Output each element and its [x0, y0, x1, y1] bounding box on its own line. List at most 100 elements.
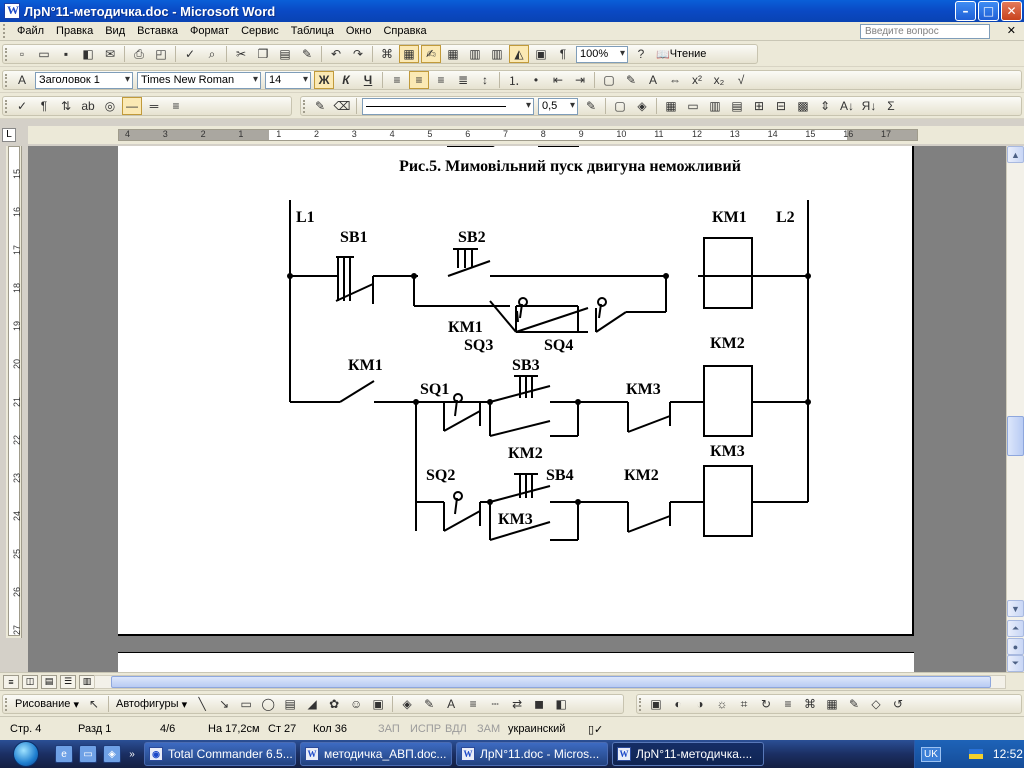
line-color-icon[interactable]: ✎ [424, 697, 435, 711]
text-direction-icon[interactable]: ⇅ [60, 99, 72, 113]
menu-tools[interactable]: Сервис [241, 25, 279, 37]
word-icon[interactable] [4, 3, 20, 19]
drawing-toggle-icon[interactable]: ✍ [421, 45, 441, 63]
line-weight-select[interactable]: 0,5 [538, 97, 578, 115]
merge-cells-icon[interactable]: ▭ [687, 99, 699, 113]
undo-icon[interactable]: ↶ [330, 47, 342, 61]
subscript-icon[interactable]: x₂ [713, 73, 725, 87]
start-button[interactable] [0, 740, 52, 768]
select-browse-object-icon[interactable]: ● [1007, 638, 1024, 655]
distribute-rows-icon[interactable]: ⊞ [753, 99, 765, 113]
research-icon[interactable]: ⌕ [208, 46, 216, 61]
bold-button[interactable]: Ж [314, 71, 334, 89]
new-document-icon[interactable]: ▫ [19, 47, 25, 61]
task-total-commander[interactable]: ◉ Total Commander 6.5... [144, 742, 296, 766]
draw-table-icon[interactable]: ✎ [314, 99, 326, 113]
permission-icon[interactable]: ◧ [82, 47, 94, 61]
close-document-icon[interactable]: ✕ [1006, 25, 1016, 37]
autosum-icon[interactable]: Σ [887, 99, 895, 113]
document-area[interactable]: L1 L2 SB1 SB2 КМ1 КМ1 SQ3 SQ4 КМ2 КМ1 SQ… [28, 146, 1006, 672]
eraser-icon[interactable]: ⌫ [333, 99, 351, 113]
menu-help[interactable]: Справка [383, 25, 427, 37]
document-page[interactable]: L1 L2 SB1 SB2 КМ1 КМ1 SQ3 SQ4 КМ2 КМ1 SQ… [118, 146, 914, 636]
normal-view-icon[interactable]: ≡ [3, 674, 19, 689]
grammar-icon[interactable]: ¶ [40, 99, 48, 113]
horizontal-scrollbar[interactable] [94, 675, 1006, 689]
task-lr11-metodichka[interactable]: W ЛрN°11-методичка.... [612, 742, 764, 766]
increase-indent-icon[interactable]: ⇥ [574, 73, 586, 87]
oval-icon[interactable]: ◯ [261, 697, 275, 711]
italic-button[interactable]: К [342, 73, 350, 87]
phonetic-icon[interactable]: ◎ [104, 99, 116, 113]
brightness-icon[interactable]: ☼ [716, 697, 728, 711]
quicklaunch-app-icon[interactable]: ◈ [103, 745, 121, 763]
font-color2-icon[interactable]: A [447, 697, 456, 711]
scroll-up-icon[interactable]: ▲ [1007, 146, 1024, 163]
reading-mode-button[interactable]: 📖 Чтение [652, 45, 710, 63]
border-color-icon[interactable]: ✎ [585, 99, 597, 113]
align-center-icon[interactable]: ≡ [409, 71, 429, 89]
rectangle-icon[interactable]: ▭ [240, 697, 252, 711]
help-search-input[interactable]: Введите вопрос [860, 24, 990, 39]
print-icon[interactable]: ⎙ [134, 46, 144, 61]
numbering-icon[interactable]: ⒈ [507, 73, 520, 88]
reset-picture-icon[interactable]: ↺ [892, 697, 904, 711]
clock[interactable]: 12:52 [992, 747, 1023, 761]
decrease-indent-icon[interactable]: ⇤ [552, 73, 564, 87]
highlight-icon[interactable]: ✎ [625, 73, 637, 87]
close-button[interactable]: ✕ [1001, 1, 1022, 21]
align-left-icon[interactable]: ≡ [393, 73, 401, 87]
save-icon[interactable]: ▪ [63, 47, 69, 61]
align-right-icon[interactable]: ≡ [437, 73, 445, 87]
reading-view-icon[interactable]: ▥ [79, 674, 95, 689]
cut-icon[interactable]: ✂ [235, 47, 247, 61]
justify-icon[interactable]: ≣ [457, 73, 469, 87]
split-cells-icon[interactable]: ▥ [709, 99, 721, 113]
compress-icon[interactable]: ⌘ [804, 697, 816, 711]
text-wrap-icon[interactable]: ▦ [826, 697, 838, 711]
line-spacing-icon[interactable]: ↕ [482, 73, 488, 87]
hyperlink-icon[interactable]: ⌘ [381, 47, 393, 61]
menu-insert[interactable]: Вставка [137, 25, 179, 37]
menu-format[interactable]: Формат [190, 25, 230, 37]
next-page[interactable] [118, 652, 914, 672]
format-painter-icon[interactable]: ✎ [301, 47, 313, 61]
rotate-icon[interactable]: ↻ [760, 697, 772, 711]
drawing-icon[interactable]: ◭ [509, 45, 529, 63]
quicklaunch-ie-icon[interactable]: e [55, 745, 73, 763]
character-scale-icon[interactable]: ⇔ [669, 73, 681, 87]
tab-selector[interactable]: L [2, 128, 16, 142]
status-language[interactable]: украинский [508, 723, 566, 735]
equation-icon[interactable]: √ [737, 73, 745, 87]
menu-grip[interactable] [3, 24, 7, 38]
horizontal-scroll-thumb[interactable] [111, 676, 991, 688]
circuit-diagram[interactable]: L1 L2 SB1 SB2 КМ1 КМ1 SQ3 SQ4 КМ2 КМ1 SQ… [118, 146, 914, 636]
line-style-single-icon[interactable]: — [122, 97, 142, 115]
drawing-menu-button[interactable]: Рисование ▾ [15, 698, 79, 711]
transparent-color-icon[interactable]: ◇ [871, 697, 881, 711]
style-select[interactable]: Заголовок 1 [35, 71, 133, 89]
status-track-changes[interactable]: ИСПР [410, 723, 442, 735]
insert-table-icon[interactable]: ▦ [447, 47, 459, 61]
font-size-select[interactable]: 14 [265, 71, 311, 89]
textbox-icon[interactable]: ▤ [284, 697, 296, 711]
copy-icon[interactable]: ❐ [257, 47, 269, 61]
line-style-double-icon[interactable]: ═ [149, 99, 159, 113]
font-select[interactable]: Times New Roman [137, 71, 261, 89]
insert-excel-icon[interactable]: ▥ [469, 47, 481, 61]
quicklaunch-more-icon[interactable]: » [129, 748, 135, 760]
show-hide-icon[interactable]: ¶ [559, 47, 567, 61]
menu-window[interactable]: Окно [345, 25, 372, 37]
line-icon[interactable]: ╲ [198, 697, 206, 711]
language-indicator[interactable]: UK [921, 746, 941, 762]
print-layout-icon[interactable]: ▤ [41, 674, 57, 689]
status-overtype[interactable]: ЗАМ [477, 723, 501, 735]
columns-icon[interactable]: ▥ [491, 47, 503, 61]
distribute-cols-icon[interactable]: ⊟ [775, 99, 787, 113]
color-image-icon[interactable]: ◐ [674, 697, 682, 711]
minimize-button[interactable]: – [955, 1, 976, 21]
format-picture-icon[interactable]: ✎ [848, 697, 860, 711]
zoom-select[interactable]: 100% [576, 45, 628, 63]
task-metodichka-avp[interactable]: W методичка_АВП.doc... [300, 742, 452, 766]
